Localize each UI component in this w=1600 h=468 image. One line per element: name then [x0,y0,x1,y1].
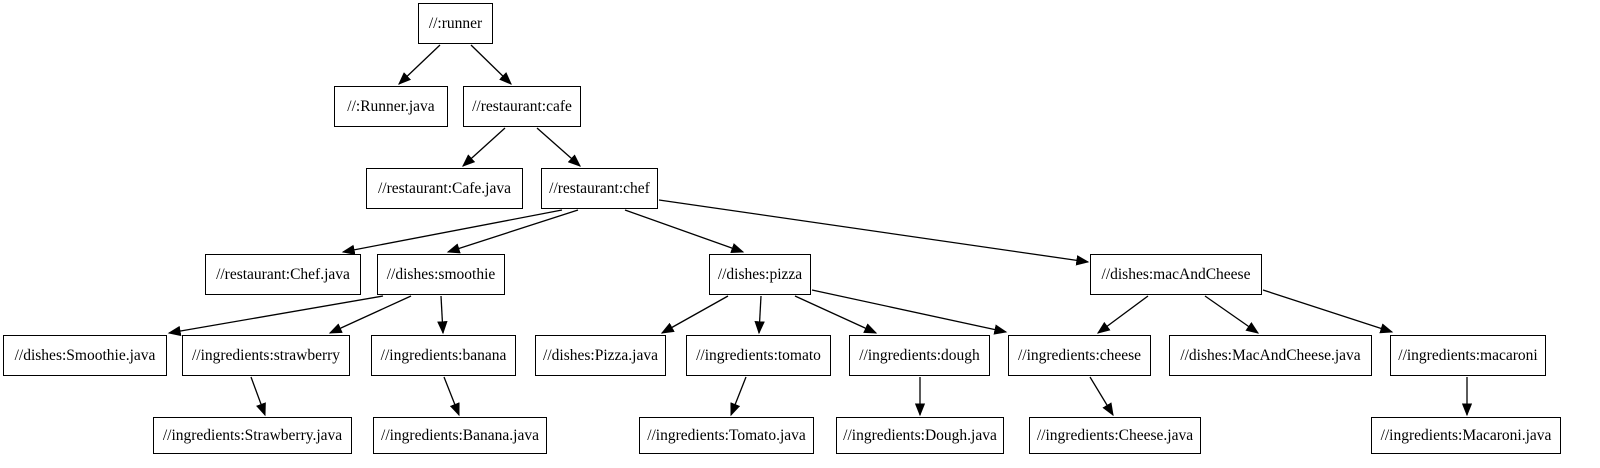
graph-node-label: //ingredients:Cheese.java [1036,426,1194,444]
graph-node-dishes_smoothie[interactable]: //dishes:smoothie [377,254,505,295]
graph-node-label: //ingredients:Strawberry.java [162,426,343,444]
graph-edge-restaurant_chef-to-dishes_mac [658,199,1090,266]
graph-node-label: //dishes:Smoothie.java [14,346,156,364]
graph-node-ing_cheese[interactable]: //ingredients:cheese [1008,335,1151,376]
graph-node-label: //ingredients:banana [380,346,507,364]
graph-edge-ing_cheese-to-cheese_java [1089,376,1114,417]
graph-edge-dishes_smoothie-to-ing_banana [437,295,448,335]
graph-edge-runner-to-restaurant_cafe [470,44,512,85]
graph-node-runner_java[interactable]: //:Runner.java [334,86,448,127]
graph-node-banana_java[interactable]: //ingredients:Banana.java [373,417,547,454]
graph-node-label: //restaurant:Cafe.java [378,179,511,197]
graph-node-ing_macaroni[interactable]: //ingredients:macaroni [1390,335,1546,376]
graph-node-label: //restaurant:cafe [472,97,572,115]
graph-edge-dishes_mac-to-ing_cheese [1096,295,1149,334]
graph-edge-restaurant_chef-to-dishes_pizza [624,209,745,253]
graph-edge-runner-to-runner_java [398,44,441,85]
graph-node-ing_strawberry[interactable]: //ingredients:strawberry [182,335,350,376]
graph-node-label: //dishes:pizza [717,265,803,283]
graph-edge-dishes_mac-to-ing_macaroni [1262,289,1394,334]
graph-node-label: //ingredients:Dough.java [843,426,997,444]
graph-node-pizza_java[interactable]: //dishes:Pizza.java [535,335,666,376]
graph-node-restaurant_cafe[interactable]: //restaurant:cafe [463,86,581,127]
graph-node-label: //restaurant:chef [549,179,650,197]
graph-node-tomato_java[interactable]: //ingredients:Tomato.java [639,417,814,454]
graph-node-restaurant_chef[interactable]: //restaurant:chef [541,168,658,209]
graph-node-chef_java[interactable]: //restaurant:Chef.java [205,254,361,295]
graph-node-label: //ingredients:cheese [1017,346,1142,364]
graph-node-smoothie_java[interactable]: //dishes:Smoothie.java [3,335,167,376]
graph-edge-restaurant_chef-to-chef_java [341,209,563,255]
graph-node-label: //:runner [428,14,483,32]
graph-edge-dishes_smoothie-to-smoothie_java [167,295,384,337]
graph-node-label: //ingredients:tomato [696,346,821,364]
graph-node-ing_tomato[interactable]: //ingredients:tomato [686,335,831,376]
graph-edge-restaurant_cafe-to-restaurant_chef [536,127,581,167]
graph-node-macaroni_java[interactable]: //ingredients:Macaroni.java [1371,417,1561,454]
graph-node-strawberry_java[interactable]: //ingredients:Strawberry.java [153,417,352,454]
graph-node-label: //ingredients:Banana.java [381,426,539,444]
graph-node-label: //dishes:Pizza.java [543,346,658,364]
graph-node-runner[interactable]: //:runner [418,3,493,44]
graph-edge-restaurant_chef-to-dishes_smoothie [446,209,579,254]
graph-edge-dishes_pizza-to-ing_cheese [811,289,1008,335]
graph-node-cheese_java[interactable]: //ingredients:Cheese.java [1029,417,1201,454]
graph-edge-dishes_smoothie-to-ing_strawberry [328,295,412,334]
graph-node-dishes_mac[interactable]: //dishes:macAndCheese [1090,254,1262,295]
graph-node-ing_dough[interactable]: //ingredients:dough [849,335,990,376]
graph-node-label: //ingredients:macaroni [1398,346,1538,364]
graph-node-dishes_pizza[interactable]: //dishes:pizza [709,254,811,295]
graph-node-label: //ingredients:strawberry [191,346,341,364]
graph-edges [167,44,1473,417]
graph-node-dough_java[interactable]: //ingredients:Dough.java [836,417,1004,454]
graph-edge-ing_tomato-to-tomato_java [730,376,747,417]
graph-edge-dishes_mac-to-mac_java [1204,295,1260,334]
graph-edge-dishes_pizza-to-ing_dough [794,295,878,334]
graph-node-label: //ingredients:Tomato.java [647,426,806,444]
graph-node-label: //dishes:macAndCheese [1101,265,1251,283]
graph-node-label: //dishes:MacAndCheese.java [1180,346,1361,364]
graph-node-label: //ingredients:dough [859,346,980,364]
graph-node-mac_java[interactable]: //dishes:MacAndCheese.java [1169,335,1372,376]
graph-edge-dishes_pizza-to-ing_tomato [754,295,765,335]
graph-edge-restaurant_cafe-to-cafe_java [462,127,506,167]
graph-edge-ing_strawberry-to-strawberry_java [250,376,266,417]
graph-edge-ing_banana-to-banana_java [443,376,460,417]
graph-node-label: //ingredients:Macaroni.java [1380,426,1552,444]
graph-edge-dishes_pizza-to-pizza_java [660,295,729,334]
graph-node-label: //restaurant:Chef.java [216,265,350,283]
graph-node-label: //:Runner.java [347,97,435,115]
graph-node-ing_banana[interactable]: //ingredients:banana [371,335,516,376]
graph-node-label: //dishes:smoothie [386,265,496,283]
graph-node-cafe_java[interactable]: //restaurant:Cafe.java [366,168,523,209]
